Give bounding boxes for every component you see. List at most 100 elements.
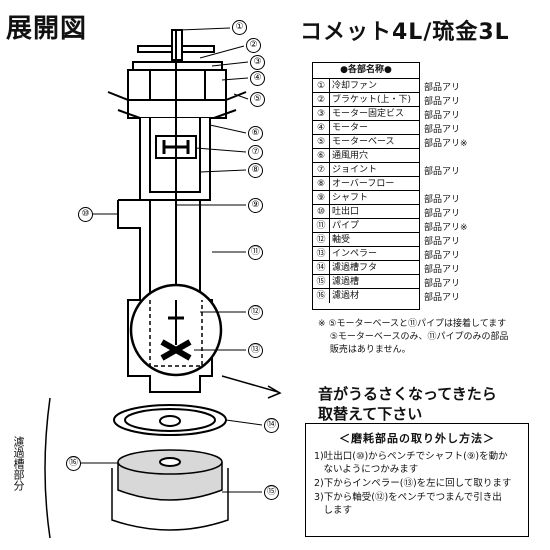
part-name: パイプ — [332, 221, 360, 231]
note-line: ⑤モーターベースのみ、⑪パイプのみの部品 — [318, 332, 509, 342]
filter-tank — [111, 468, 229, 531]
bracket-shape — [132, 61, 223, 71]
callout-4: ④ — [250, 71, 265, 86]
product-name: コメット4L/琉金3L — [300, 20, 510, 45]
stock-status: 部品アリ — [424, 125, 461, 135]
page-heading: 展開図 — [6, 14, 88, 44]
removal-step: します — [314, 505, 353, 516]
callout-9: ⑨ — [248, 198, 263, 213]
part-name: シャフト — [332, 193, 369, 203]
part-name: モーター固定ビス — [332, 109, 405, 119]
note-line: ※ ⑤モーターベースと⑪パイプは接着してます — [318, 319, 507, 329]
removal-step: ないようにつかみます — [314, 464, 419, 475]
callout-12: ⑫ — [248, 305, 263, 320]
pointer-arrow — [221, 375, 282, 399]
removal-instructions: ＜磨耗部品の取り外し方法＞ 1)吐出口(⑩)からペンチでシャフト(⑨)を動か な… — [305, 423, 529, 537]
part-number: ⑭ — [313, 261, 330, 275]
callout-14: ⑭ — [264, 418, 279, 433]
callout-2: ② — [246, 38, 261, 53]
note-line: 販売はありません。 — [318, 345, 411, 355]
part-name: 通風用穴 — [332, 151, 369, 161]
part-name: 濾過材 — [332, 291, 360, 301]
stock-status: 部品アリ — [424, 237, 461, 247]
removal-step: 1)吐出口(⑩)からペンチでシャフト(⑨)を動か — [314, 451, 508, 462]
callout-7: ⑦ — [248, 145, 263, 160]
stock-status: 部品アリ — [424, 279, 461, 289]
filter-section-label: 濾過槽部分 — [12, 436, 25, 491]
pump-drawing — [44, 27, 282, 539]
part-number: ⑫ — [313, 233, 330, 247]
removal-step: 2)下からインペラー(⑬)を左に回して取ります — [314, 478, 512, 489]
part-number: ⑬ — [313, 247, 330, 261]
part-name: 軸受 — [332, 235, 351, 245]
replacement-caption: 音がうるさくなってきたら 取替えて下さい — [318, 384, 497, 424]
stock-status: 部品アリ — [424, 209, 461, 219]
part-number: ③ — [313, 107, 330, 121]
stock-status: 部品アリ※ — [424, 139, 468, 149]
part-name: 濾過槽フタ — [332, 263, 378, 273]
part-number: ⑦ — [313, 163, 330, 177]
callout-1: ① — [232, 20, 247, 35]
stock-status: 部品アリ — [424, 83, 461, 93]
part-name: ブラケット(上・下) — [332, 95, 412, 105]
parts-note: ※ ⑤モーターベースと⑪パイプは接着してます ⑤モーターベースのみ、⑪パイプのみ… — [318, 318, 533, 357]
part-name: オーバーフロー — [332, 179, 395, 189]
stock-status: 部品アリ — [424, 251, 461, 261]
caption-line: 取替えて下さい — [318, 405, 423, 423]
part-number: ⑨ — [313, 191, 330, 205]
side-brace — [44, 397, 51, 539]
stock-status: 部品アリ — [424, 167, 461, 177]
part-name: インペラー — [332, 249, 378, 259]
part-number: ① — [313, 79, 330, 93]
callout-10: ⑩ — [78, 207, 93, 222]
stock-status: 部品アリ — [424, 111, 461, 121]
callout-13: ⑬ — [248, 343, 263, 358]
stock-status: 部品アリ — [424, 293, 461, 303]
callout-leaders — [80, 27, 263, 493]
part-name: 濾過槽 — [332, 277, 360, 287]
stock-status: 部品アリ — [424, 195, 461, 205]
callout-6: ⑥ — [248, 126, 263, 141]
part-name: 冷却ファン — [332, 81, 378, 91]
part-number: ② — [313, 93, 330, 107]
part-number: ⑪ — [313, 219, 330, 233]
part-number: ⑤ — [313, 135, 330, 149]
stock-status: 部品アリ — [424, 265, 461, 275]
part-name: モーター — [332, 123, 369, 133]
parts-list-header: ●各部名称● — [340, 65, 392, 75]
removal-title: ＜磨耗部品の取り外し方法＞ — [339, 432, 495, 445]
part-number: ⑧ — [313, 177, 330, 191]
callout-11: ⑪ — [248, 245, 263, 260]
part-number: ⑩ — [313, 205, 330, 219]
callout-8: ⑧ — [248, 163, 263, 178]
part-number: ⑯ — [313, 289, 330, 303]
part-number: ④ — [313, 121, 330, 135]
part-name: モーターベース — [332, 137, 395, 147]
callout-3: ③ — [250, 55, 265, 70]
part-name: 吐出口 — [332, 207, 360, 217]
stock-status: 部品アリ※ — [424, 223, 468, 233]
callout-16: ⑯ — [66, 456, 81, 471]
outlet-shape — [117, 199, 141, 234]
part-name: ジョイント — [332, 165, 378, 175]
caption-line: 音がうるさくなってきたら — [318, 385, 497, 403]
callout-15: ⑮ — [264, 485, 279, 500]
part-number: ⑥ — [313, 149, 330, 163]
